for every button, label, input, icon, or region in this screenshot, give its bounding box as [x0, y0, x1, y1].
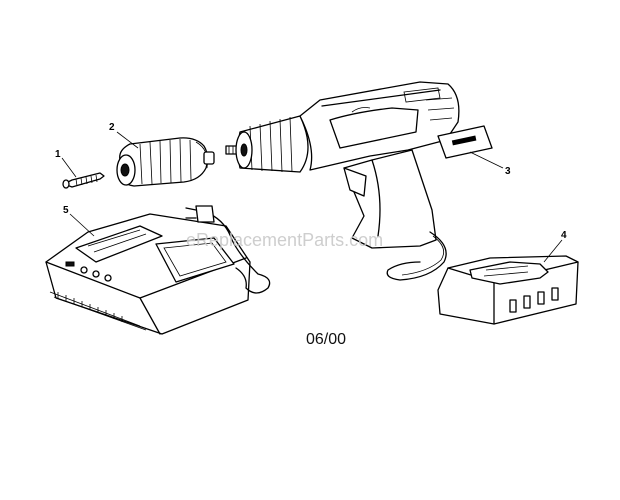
- part-1-screwdriver-bit[interactable]: [62, 172, 105, 189]
- callout-label-3: 3: [505, 166, 511, 177]
- callout-3: 3: [469, 151, 511, 177]
- callout-5: 5: [63, 205, 95, 237]
- callout-4: 4: [543, 230, 567, 263]
- watermark-text: eReplacementParts.com: [186, 230, 383, 250]
- callout-2: 2: [109, 122, 139, 149]
- callout-label-2: 2: [109, 122, 115, 133]
- callout-label-4: 4: [561, 230, 567, 241]
- part-4-battery-pack[interactable]: [437, 255, 579, 325]
- callout-label-5: 5: [63, 205, 69, 216]
- part-3-drill-body[interactable]: [225, 81, 493, 281]
- part-5-battery-charger[interactable]: [45, 205, 271, 335]
- part-2-keyless-chuck[interactable]: [116, 137, 215, 187]
- callout-label-1: 1: [55, 149, 61, 160]
- callout-1: 1: [55, 149, 77, 178]
- revision-date: 06/00: [306, 331, 346, 348]
